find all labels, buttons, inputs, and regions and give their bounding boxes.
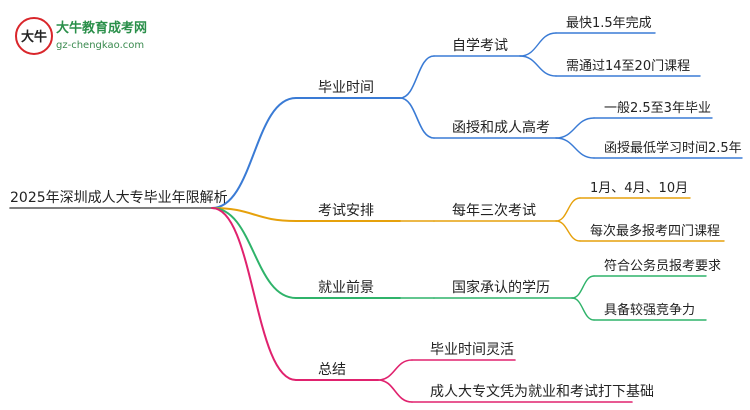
subbranch-link-4-2 [377,379,413,403]
mindmap-nodes: 2025年深圳成人大专毕业年限解析 毕业时间 自学考试 最快1.5年完成需通过14至2… [10,16,742,400]
branch-node-1: 毕业时间 [318,80,374,96]
branch-link-1 [211,97,297,209]
site-logo: 大牛 大牛教育成考网 gz-chengkao.com [15,17,147,55]
logo-mark-text: 大牛 [21,29,47,45]
logo-mark-icon [15,17,53,55]
leaf-node-1-1-2: 需通过14至20门课程 [566,59,690,74]
leaf-link-1-2-2 [555,137,595,159]
leaf-node-1-2-1: 一般2.5至3年毕业 [604,100,711,116]
leaf-node-3-1-2: 具备较强竞争力 [604,302,695,318]
leaf-node-1-2-2: 函授最低学习时间2.5年 [604,140,742,156]
leaf-link-3-1-2 [571,297,595,321]
branch-node-3: 就业前景 [318,279,374,296]
subbranch-link-4-1 [377,359,413,381]
leaf-link-1-2-1 [555,117,595,139]
branch-node-4: 总结 [318,362,346,378]
subbranch-node-4-2: 成人大专文凭为就业和考试打下基础 [430,383,654,400]
subbranch-link-1-1 [399,55,435,99]
subbranch-node-3-1: 国家承认的学历 [452,279,550,296]
leaf-link-1-1-1 [519,32,557,57]
branch-link-2 [211,207,297,222]
mindmap-links [9,32,743,403]
branch-link-4 [211,207,297,381]
subbranch-node-2-1: 每年三次考试 [452,203,536,219]
leaf-node-1-1-1: 最快1.5年完成 [566,16,652,31]
branch-node-2: 考试安排 [318,203,374,219]
subbranch-link-1-2 [399,97,435,139]
leaf-link-1-1-2 [519,55,557,77]
leaf-node-3-1-1: 符合公务员报考要求 [604,258,721,274]
branch-link-3 [211,207,297,299]
leaf-link-2-1-1 [555,197,581,222]
root-node: 2025年深圳成人大专毕业年限解析 [10,190,228,206]
subbranch-node-1-1: 自学考试 [452,38,508,54]
leaf-node-2-1-2: 每次最多报考四门课程 [590,223,720,239]
leaf-link-3-1-1 [571,275,595,299]
logo-name: 大牛教育成考网 [56,20,147,36]
leaf-node-2-1-1: 1月、4月、10月 [590,181,688,196]
subbranch-node-4-1: 毕业时间灵活 [430,342,514,358]
leaf-link-2-1-2 [555,220,581,242]
logo-url: gz-chengkao.com [56,40,144,51]
subbranch-node-1-2: 函授和成人高考 [452,119,550,136]
